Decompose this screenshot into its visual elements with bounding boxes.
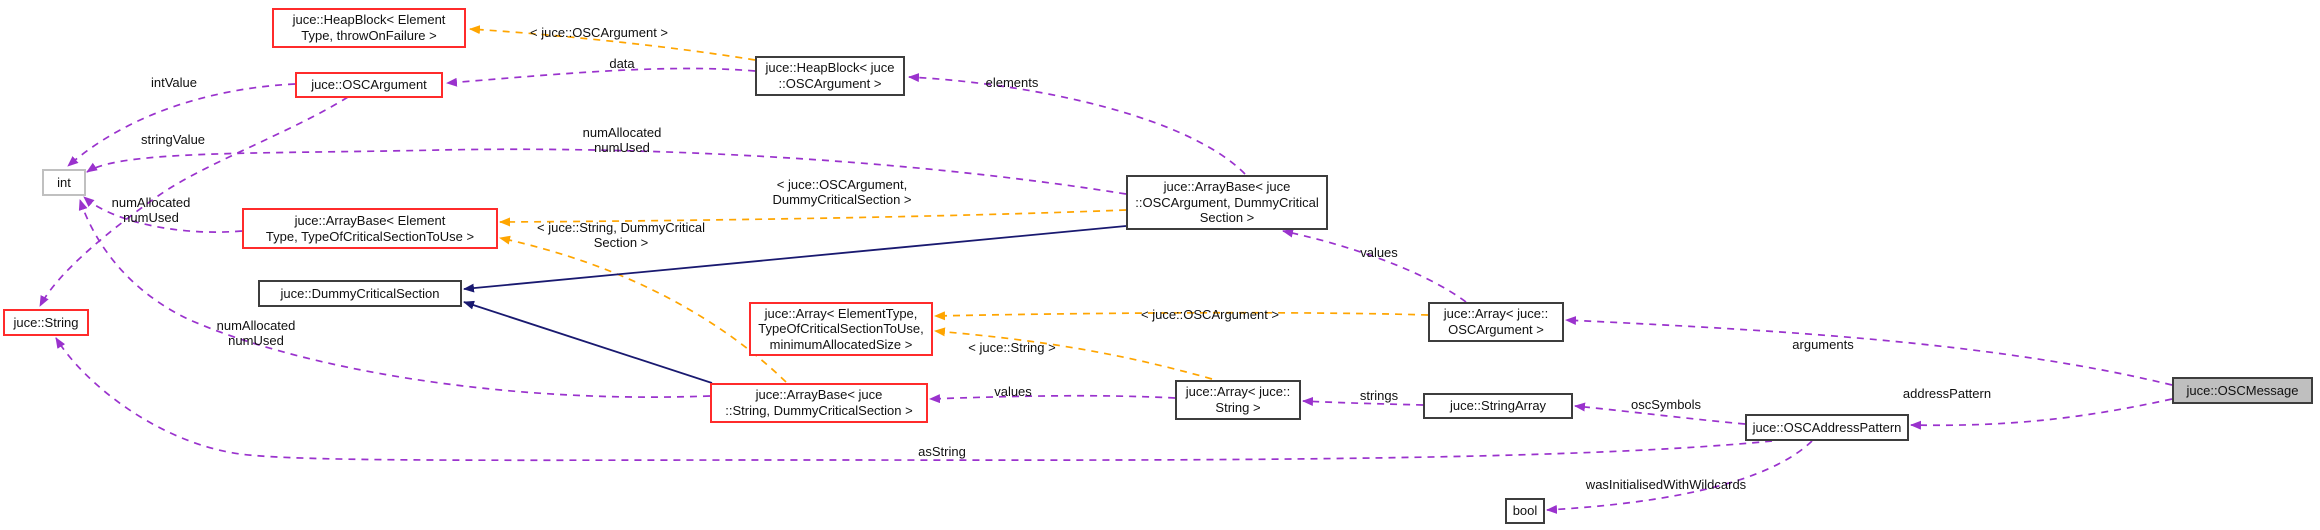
node-array-template[interactable]: juce::Array< ElementType, TypeOfCritical…	[749, 302, 933, 356]
node-array-osc[interactable]: juce::Array< juce:: OSCArgument >	[1428, 302, 1564, 342]
node-oscargument[interactable]: juce::OSCArgument	[295, 72, 443, 98]
edge-template-array-string	[934, 327, 1213, 380]
edge-values-osc	[1282, 228, 1467, 303]
edge-arguments	[1565, 315, 2173, 386]
node-dummycriticalsection[interactable]: juce::DummyCriticalSection	[258, 280, 462, 307]
node-int: int	[42, 169, 86, 196]
edge-asstring	[55, 337, 1773, 462]
edge-intvalue	[67, 83, 296, 167]
node-string[interactable]: juce::String	[3, 309, 89, 336]
edge-template-arraybase-osc	[499, 209, 1127, 227]
edge-stringvalue	[39, 96, 349, 307]
edge-values-string	[929, 394, 1176, 404]
node-oscmessage[interactable]: juce::OSCMessage	[2172, 377, 2313, 404]
edge-oscsymbols	[1574, 402, 1746, 425]
node-arraybase-osc[interactable]: juce::ArrayBase< juce ::OSCArgument, Dum…	[1126, 175, 1328, 230]
node-heapblock-template[interactable]: juce::HeapBlock< Element Type, throwOnFa…	[272, 8, 466, 48]
node-bool[interactable]: bool	[1505, 498, 1545, 524]
edge-numallocated-template	[83, 196, 243, 233]
edge-elements	[908, 73, 1246, 175]
edge-template-array-osc	[934, 311, 1429, 321]
node-arraybase-string[interactable]: juce::ArrayBase< juce ::String, DummyCri…	[710, 383, 928, 423]
edge-addresspattern	[1910, 398, 2173, 430]
node-stringarray[interactable]: juce::StringArray	[1423, 393, 1573, 419]
edge-template-arraybase-string	[499, 235, 787, 383]
node-oscaddresspattern[interactable]: juce::OSCAddressPattern	[1745, 414, 1909, 441]
node-array-string[interactable]: juce::Array< juce:: String >	[1175, 380, 1301, 420]
edge-data	[446, 67, 756, 87]
edge-template-heapblock	[469, 25, 756, 61]
edge-numallocated-osc	[86, 148, 1127, 195]
edge-inherit-arraybase-osc	[463, 225, 1127, 293]
edge-strings	[1302, 396, 1424, 406]
edge-wasinitialisedwithwildcards	[1546, 440, 1813, 514]
node-heapblock-osc[interactable]: juce::HeapBlock< juce ::OSCArgument >	[755, 56, 905, 96]
node-arraybase-template[interactable]: juce::ArrayBase< Element Type, TypeOfCri…	[242, 208, 498, 249]
edge-inherit-arraybase-string	[463, 300, 713, 384]
